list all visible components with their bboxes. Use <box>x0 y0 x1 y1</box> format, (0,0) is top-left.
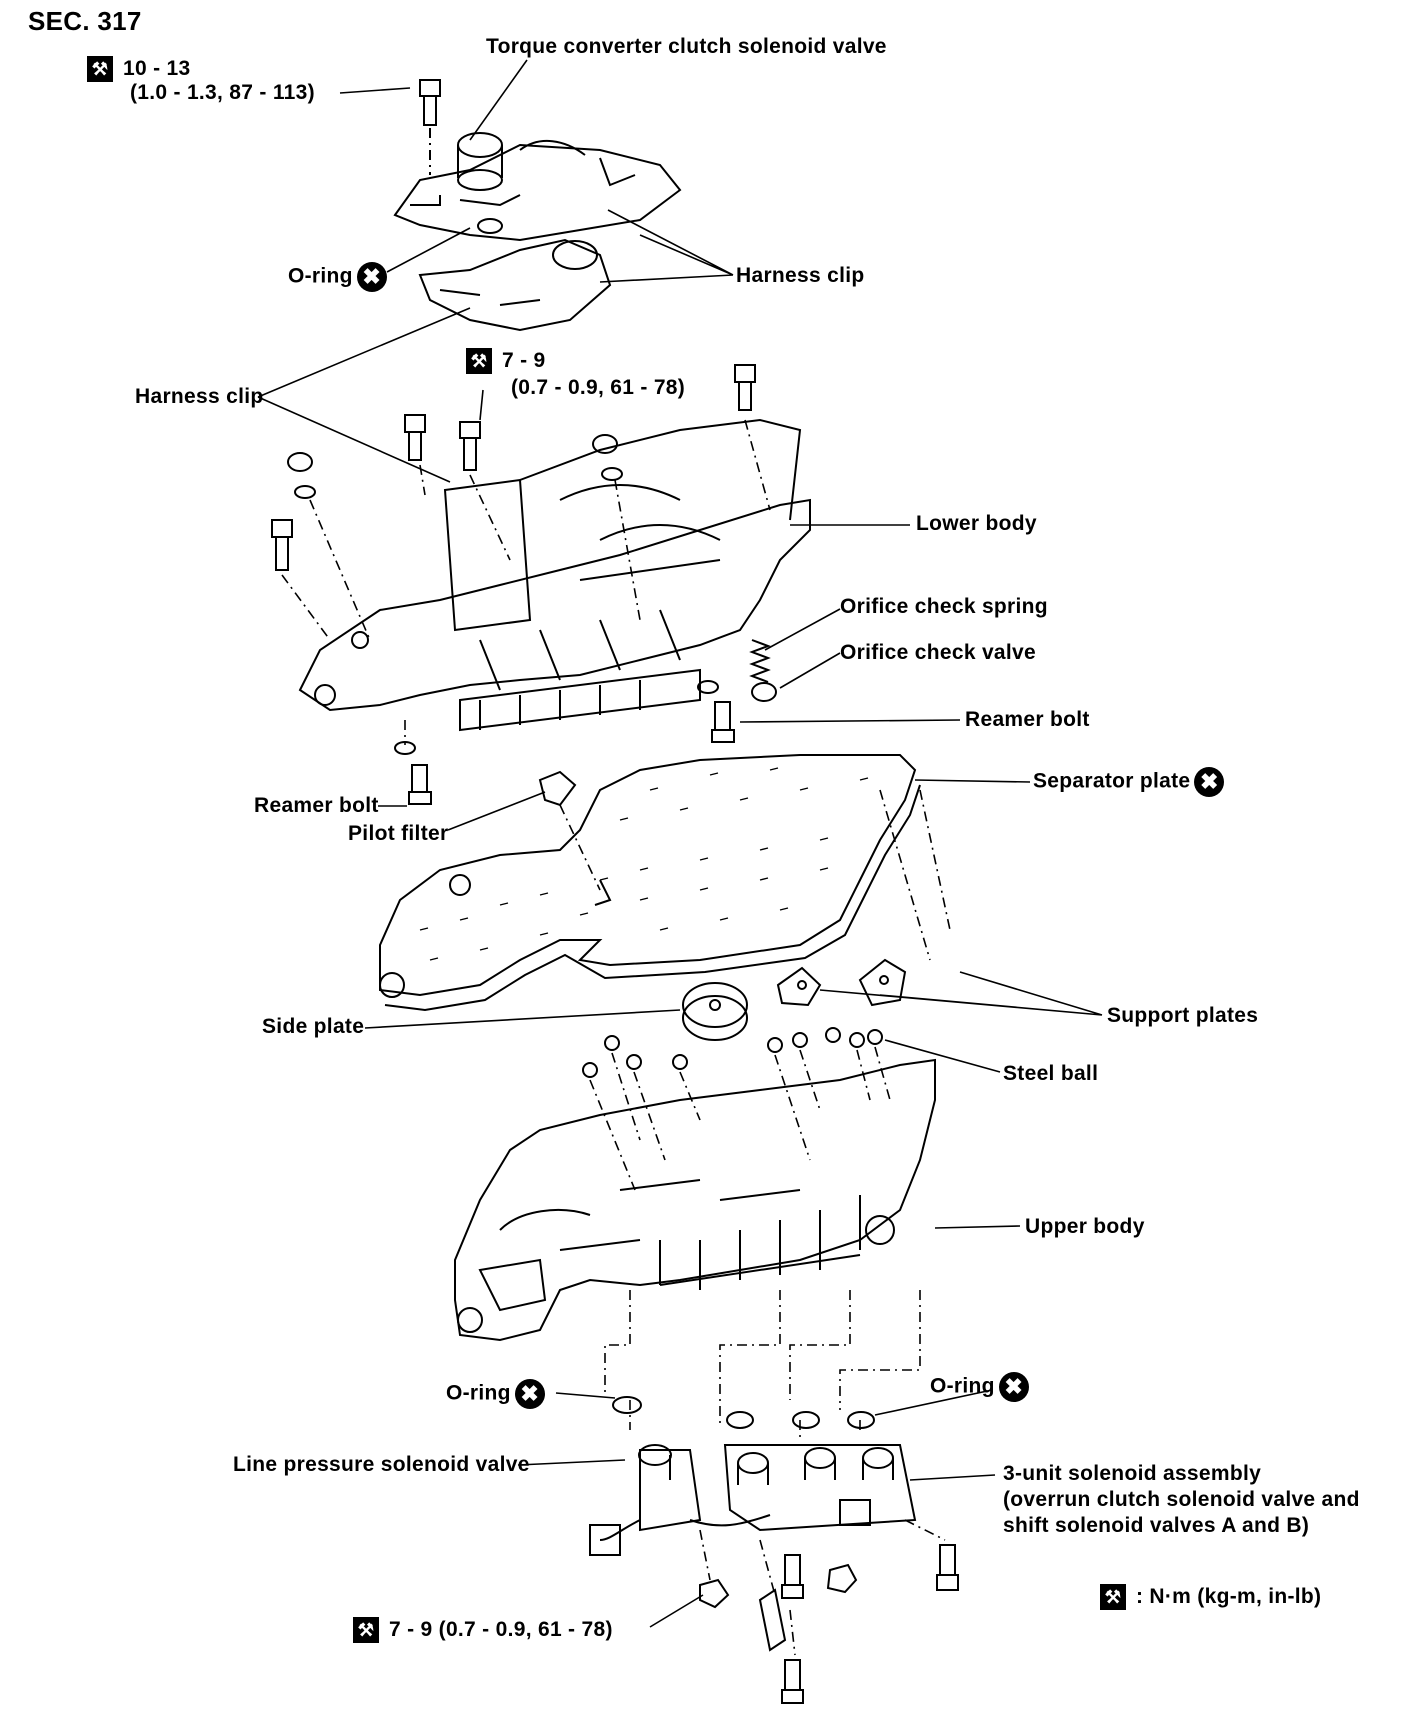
bottom-fasteners <box>699 1519 959 1704</box>
label-oring-left: O-ring✖ <box>446 1379 545 1409</box>
steel-balls <box>582 1027 891 1191</box>
label-harness-clip-right: Harness clip <box>736 264 865 287</box>
torque-bottom-text: 7 - 9 (0.7 - 0.9, 61 - 78) <box>389 1618 613 1641</box>
side-plate-shape <box>682 982 748 1041</box>
torque-spec-mid: ⚒ 7 - 9 <box>466 348 546 375</box>
torque-mid-line1: 7 - 9 <box>502 349 546 372</box>
oring-left-text: O-ring <box>446 1381 511 1405</box>
label-oring-top: O-ring✖ <box>288 262 387 292</box>
orifice-check-parts <box>394 639 777 805</box>
label-reamer-bolt-left: Reamer bolt <box>254 794 379 817</box>
label-pilot-filter: Pilot filter <box>348 822 449 845</box>
do-not-reuse-x-icon: ✖ <box>356 262 387 292</box>
label-upper-body: Upper body <box>1025 1215 1145 1238</box>
lower-body-shape <box>298 418 811 732</box>
top-bolt <box>419 79 441 175</box>
torque-wrench-icon: ⚒ <box>87 56 113 83</box>
oring-top-text: O-ring <box>288 264 353 288</box>
legend-text: : N·m (kg-m, in-lb) <box>1136 1585 1322 1608</box>
separator-plate-shape <box>379 754 921 1012</box>
label-steel-ball: Steel ball <box>1003 1062 1099 1085</box>
separator-plate-text: Separator plate <box>1033 769 1191 793</box>
torque-wrench-icon: ⚒ <box>1100 1584 1126 1611</box>
label-side-plate: Side plate <box>262 1015 365 1038</box>
upper-body-shape <box>454 1058 936 1342</box>
legend: ⚒ : N·m (kg-m, in-lb) <box>1100 1584 1322 1611</box>
oring-right-text: O-ring <box>930 1374 995 1398</box>
label-orifice-check-valve: Orifice check valve <box>840 641 1036 664</box>
support-plates-shapes <box>776 789 951 1007</box>
torque-wrench-icon: ⚒ <box>466 348 492 375</box>
label-orifice-check-spring: Orifice check spring <box>840 595 1048 618</box>
label-three-unit-line3: shift solenoid valves A and B) <box>1003 1514 1310 1537</box>
label-line-pressure-solenoid: Line pressure solenoid valve <box>233 1453 530 1476</box>
label-separator-plate: Separator plate✖ <box>1033 767 1225 797</box>
torque-top-line2: (1.0 - 1.3, 87 - 113) <box>130 81 315 104</box>
torque-top-line1: 10 - 13 <box>123 57 191 80</box>
lower-body-bolts <box>271 364 771 641</box>
leader-lines <box>257 59 1103 1628</box>
torque-wrench-icon: ⚒ <box>353 1617 379 1644</box>
pilot-filter-shape <box>538 770 601 891</box>
do-not-reuse-x-icon: ✖ <box>1194 767 1225 797</box>
do-not-reuse-x-icon: ✖ <box>514 1379 545 1409</box>
label-support-plates: Support plates <box>1107 1004 1259 1027</box>
label-reamer-bolt-right: Reamer bolt <box>965 708 1090 731</box>
do-not-reuse-x-icon: ✖ <box>998 1372 1029 1402</box>
label-three-unit-line1: 3-unit solenoid assembly <box>1003 1462 1262 1485</box>
line-pressure-solenoid-shape <box>589 1396 771 1556</box>
label-harness-clip-left: Harness clip <box>135 385 264 408</box>
torque-spec-top: ⚒ 10 - 13 <box>87 56 191 83</box>
three-unit-solenoid-shape <box>723 1411 917 1532</box>
torque-mid-line2: (0.7 - 0.9, 61 - 78) <box>511 376 686 399</box>
torque-spec-bottom: ⚒ 7 - 9 (0.7 - 0.9, 61 - 78) <box>353 1617 613 1644</box>
torque-converter-solenoid-group <box>393 132 682 332</box>
section-number: SEC. 317 <box>28 6 142 36</box>
label-oring-right: O-ring✖ <box>930 1372 1029 1402</box>
label-lower-body: Lower body <box>916 512 1037 535</box>
label-three-unit-line2: (overrun clutch solenoid valve and <box>1003 1488 1360 1511</box>
label-torque-converter-solenoid: Torque converter clutch solenoid valve <box>486 35 887 58</box>
